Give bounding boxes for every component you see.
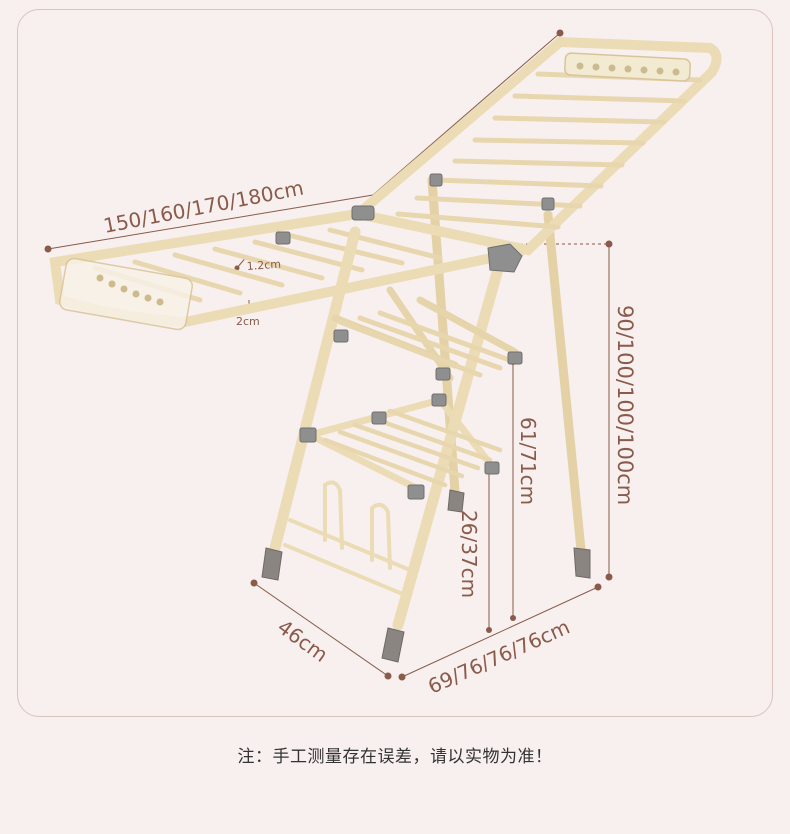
edge-label: 2cm	[236, 315, 260, 328]
content-frame	[17, 9, 773, 717]
low-shelf-label: 26/37cm	[457, 510, 481, 598]
rack-frame	[49, 36, 722, 663]
footnote: 注：手工测量存在误差，请以实物为准！	[237, 747, 553, 767]
tube-label: 1.2cm	[246, 258, 281, 273]
dimension-lines	[44, 29, 613, 681]
height-label: 90/100/100/100cm	[613, 305, 637, 505]
depth-label: 46cm	[273, 615, 332, 667]
mid-shelf-label: 61/71cm	[516, 417, 540, 505]
